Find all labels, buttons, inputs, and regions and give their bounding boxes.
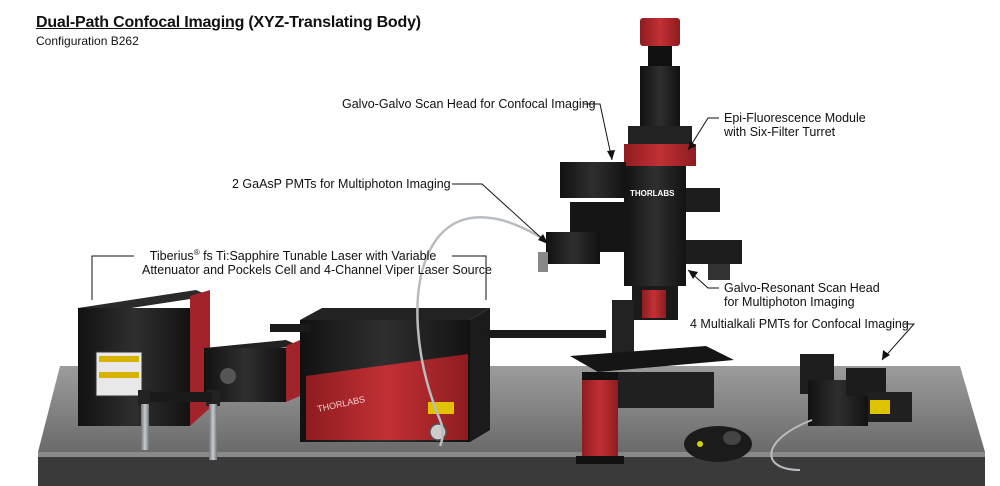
title-rest: (XYZ-Translating Body) — [244, 14, 421, 31]
label-gaasp-pmts: 2 GaAsP PMTs for Multiphoton Imaging — [232, 177, 451, 191]
z-pillar — [582, 376, 618, 460]
label-tiberius-line2: Attenuator and Pockels Cell and 4-Channe… — [142, 263, 492, 277]
label-tiberius-line1: Tiberius® fs Ti:Sapphire Tunable Laser w… — [142, 247, 444, 263]
label-galvo-galvo: Galvo-Galvo Scan Head for Confocal Imagi… — [342, 97, 596, 111]
steering-mirrors — [138, 390, 220, 460]
filter-turret — [624, 144, 696, 166]
tiberius-prefix: Tiberius — [149, 249, 194, 263]
label-galvo-resonant: Galvo-Resonant Scan Head for Multiphoton… — [724, 281, 880, 309]
callout-leaders — [91, 103, 916, 361]
title-block: Dual-Path Confocal Imaging (XYZ-Translat… — [36, 14, 421, 48]
label-tiberius-laser: Tiberius® fs Ti:Sapphire Tunable Laser w… — [142, 247, 492, 277]
beam-tube — [270, 324, 606, 338]
objective — [642, 290, 666, 318]
body-brand-text: THORLABS — [630, 189, 675, 198]
page-title: Dual-Path Confocal Imaging (XYZ-Translat… — [36, 14, 421, 32]
callout-arrowheads — [538, 140, 890, 360]
galvo-galvo-scan-head — [560, 162, 626, 198]
tiberius-rest: fs Ti:Sapphire Tunable Laser with Variab… — [199, 249, 437, 263]
page-subtitle: Configuration B262 — [36, 34, 139, 48]
xy-stage — [570, 346, 734, 372]
label-epi-fluorescence: Epi-Fluorescence Module with Six-Filter … — [724, 111, 866, 139]
title-underlined: Dual-Path Confocal Imaging — [36, 14, 245, 31]
microscope-body: THORLABS — [538, 18, 742, 464]
gaasp-pmt-module — [546, 232, 600, 264]
label-galvo-res-line1: Galvo-Resonant Scan Head — [724, 281, 880, 295]
pmt-fiber-cable — [416, 216, 561, 447]
camera — [640, 18, 680, 46]
label-epi-line1: Epi-Fluorescence Module — [724, 111, 866, 125]
registered-mark: ® — [193, 247, 200, 257]
laser-head-enclosure: THORLABS — [300, 308, 490, 442]
label-multialkali-pmts: 4 Multialkali PMTs for Confocal Imaging — [690, 317, 909, 331]
label-galvo-res-line2: for Multiphoton Imaging — [724, 295, 855, 309]
multialkali-pmt-cluster — [770, 354, 912, 471]
control-knob — [684, 426, 752, 462]
label-epi-line2: with Six-Filter Turret — [724, 125, 836, 139]
